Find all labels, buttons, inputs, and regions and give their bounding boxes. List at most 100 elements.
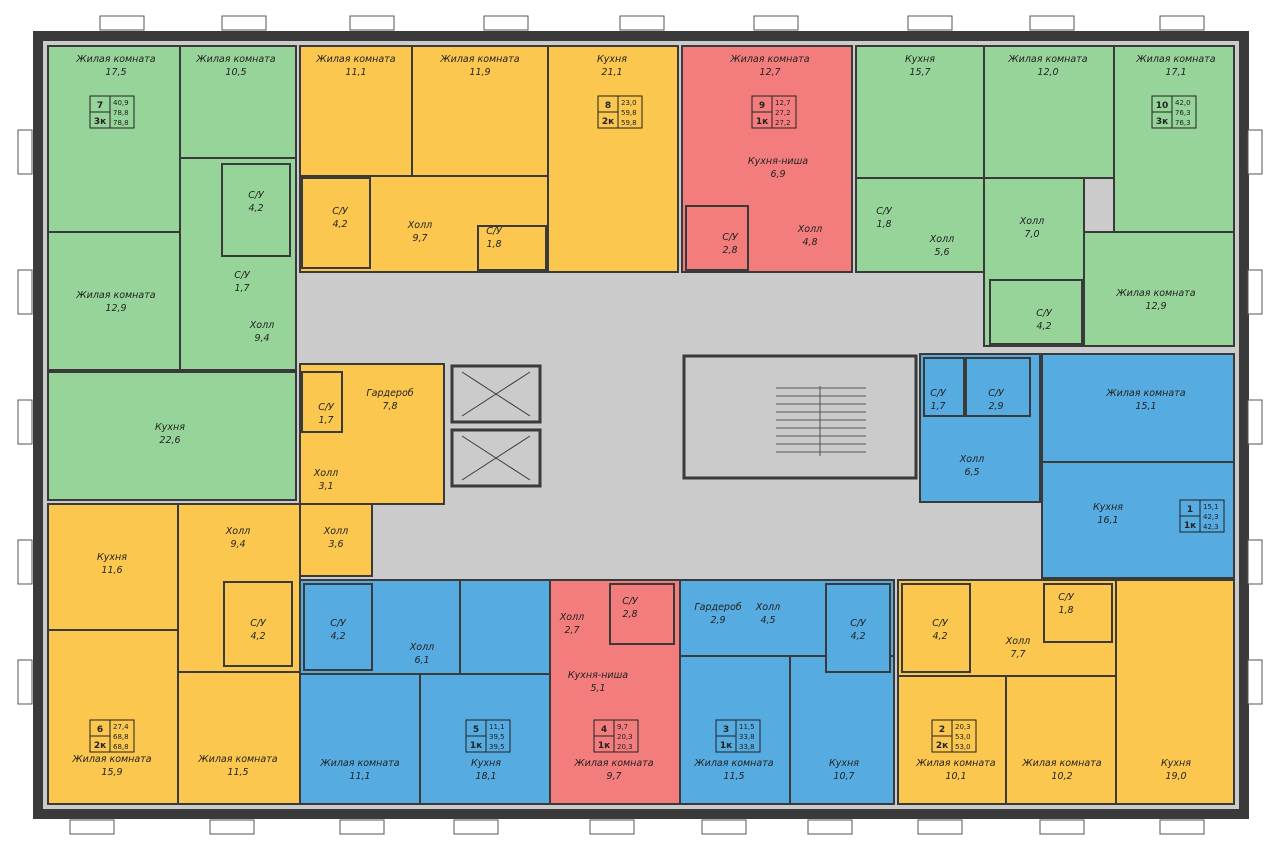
apartment-area-value: 68,8 bbox=[113, 733, 129, 741]
apartment-area-value: 11,1 bbox=[489, 723, 505, 731]
room-fill bbox=[301, 177, 371, 269]
room-fill bbox=[825, 583, 891, 673]
room-name: Кухня bbox=[471, 758, 501, 769]
room-area: 1,7 bbox=[234, 283, 249, 294]
room-name: С/У bbox=[486, 226, 503, 237]
room-area: 1,7 bbox=[318, 415, 333, 426]
room-fill bbox=[303, 583, 373, 671]
room-area: 11,5 bbox=[723, 771, 744, 782]
room-area: 15,9 bbox=[101, 767, 122, 778]
room-area: 11,1 bbox=[349, 771, 370, 782]
room-name: Холл bbox=[755, 602, 780, 613]
room-name: С/У bbox=[1036, 308, 1053, 319]
apartment-type: 1к bbox=[470, 741, 482, 751]
room-fill bbox=[459, 579, 551, 675]
building-core bbox=[450, 354, 918, 488]
room-area: 11,5 bbox=[227, 767, 248, 778]
room-area: 7,8 bbox=[382, 401, 397, 412]
room-area: 4,2 bbox=[250, 631, 265, 642]
room-area: 2,9 bbox=[710, 615, 725, 626]
room-name: Жилая комната bbox=[75, 290, 155, 301]
apartment-4 bbox=[549, 579, 681, 805]
apartment-area-value: 76,3 bbox=[1175, 119, 1191, 127]
apartment-type: 1к bbox=[1184, 521, 1196, 531]
room-fill bbox=[989, 279, 1083, 345]
apartment-number: 2 bbox=[939, 725, 945, 735]
apartment-2 bbox=[897, 579, 1235, 805]
room-fill bbox=[299, 45, 413, 177]
room-name: Жилая комната bbox=[729, 54, 809, 65]
apartment-area-value: 27,2 bbox=[775, 119, 791, 127]
apartment-area-value: 42,0 bbox=[1175, 99, 1191, 107]
room-fill bbox=[609, 583, 675, 645]
apartment-type: 1к bbox=[598, 741, 610, 751]
room-area: 1,8 bbox=[486, 239, 501, 250]
room-name: Жилая комната bbox=[573, 758, 653, 769]
apartment-number: 5 bbox=[473, 725, 479, 735]
room-name: Кухня bbox=[829, 758, 859, 769]
apartment-number: 10 bbox=[1156, 101, 1169, 111]
room-name: Жилая комната bbox=[1105, 388, 1185, 399]
room-area: 6,5 bbox=[964, 467, 979, 478]
room-area: 15,7 bbox=[909, 67, 930, 78]
room-name: Жилая комната bbox=[71, 754, 151, 765]
room-fill bbox=[1113, 45, 1235, 233]
room-area: 4,2 bbox=[248, 203, 263, 214]
room-fill bbox=[855, 177, 985, 273]
room-fill bbox=[301, 371, 343, 433]
apartment-number: 8 bbox=[605, 101, 611, 111]
room-area: 2,8 bbox=[622, 609, 637, 620]
room-name: Холл bbox=[797, 224, 822, 235]
room-name: Жилая комната bbox=[195, 54, 275, 65]
apartment-type: 1к bbox=[756, 117, 768, 127]
room-fill bbox=[855, 45, 985, 203]
room-area: 2,8 bbox=[722, 245, 737, 256]
room-fill bbox=[411, 45, 549, 177]
apartment-area-value: 76,3 bbox=[1175, 109, 1191, 117]
room-area: 9,7 bbox=[606, 771, 621, 782]
room-fill bbox=[299, 673, 421, 805]
apartment-area-value: 40,9 bbox=[113, 99, 129, 107]
apartment-area-value: 39,5 bbox=[489, 733, 505, 741]
room-name: Жилая комната bbox=[197, 754, 277, 765]
apartment-type: 3к bbox=[94, 117, 106, 127]
apartment-10 bbox=[855, 45, 1235, 347]
room-fill bbox=[179, 45, 297, 159]
stairwell bbox=[682, 354, 918, 480]
room-area: 4,2 bbox=[1036, 321, 1051, 332]
apartment-area-value: 15,1 bbox=[1203, 503, 1219, 511]
room-area: 5,6 bbox=[934, 247, 949, 258]
room-name: С/У bbox=[876, 206, 893, 217]
room-fill bbox=[1005, 675, 1117, 805]
room-name: С/У bbox=[930, 388, 947, 399]
room-area: 7,0 bbox=[1024, 229, 1039, 240]
room-area: 6,1 bbox=[414, 655, 429, 666]
room-name: Жилая комната bbox=[1021, 758, 1101, 769]
apartment-area-value: 42,3 bbox=[1203, 523, 1219, 531]
windows bbox=[17, 15, 1263, 835]
room-area: 10,7 bbox=[833, 771, 854, 782]
room-name: С/У bbox=[988, 388, 1005, 399]
room-name: Гардероб bbox=[694, 602, 741, 613]
room-area: 4,8 bbox=[802, 237, 817, 248]
room-name: Кухня bbox=[597, 54, 627, 65]
room-name: Жилая комната bbox=[1115, 288, 1195, 299]
apartment-type: 2к bbox=[602, 117, 614, 127]
room-name: С/У bbox=[248, 190, 265, 201]
room-area: 1,8 bbox=[1058, 605, 1073, 616]
apartment-type: 2к bbox=[936, 741, 948, 751]
apartment-area-value: 20,3 bbox=[617, 743, 633, 751]
apartment-area-value: 53,0 bbox=[955, 743, 971, 751]
apartment-area-value: 12,7 bbox=[775, 99, 791, 107]
apartment-area-value: 20,3 bbox=[617, 733, 633, 741]
apartment-area-value: 33,8 bbox=[739, 743, 755, 751]
room-area: 9,4 bbox=[230, 539, 245, 550]
room-area: 19,0 bbox=[1165, 771, 1186, 782]
room-fill bbox=[477, 225, 547, 271]
apartment-type: 2к bbox=[94, 741, 106, 751]
room-area: 3,1 bbox=[318, 481, 333, 492]
room-name: Кухня bbox=[97, 552, 127, 563]
